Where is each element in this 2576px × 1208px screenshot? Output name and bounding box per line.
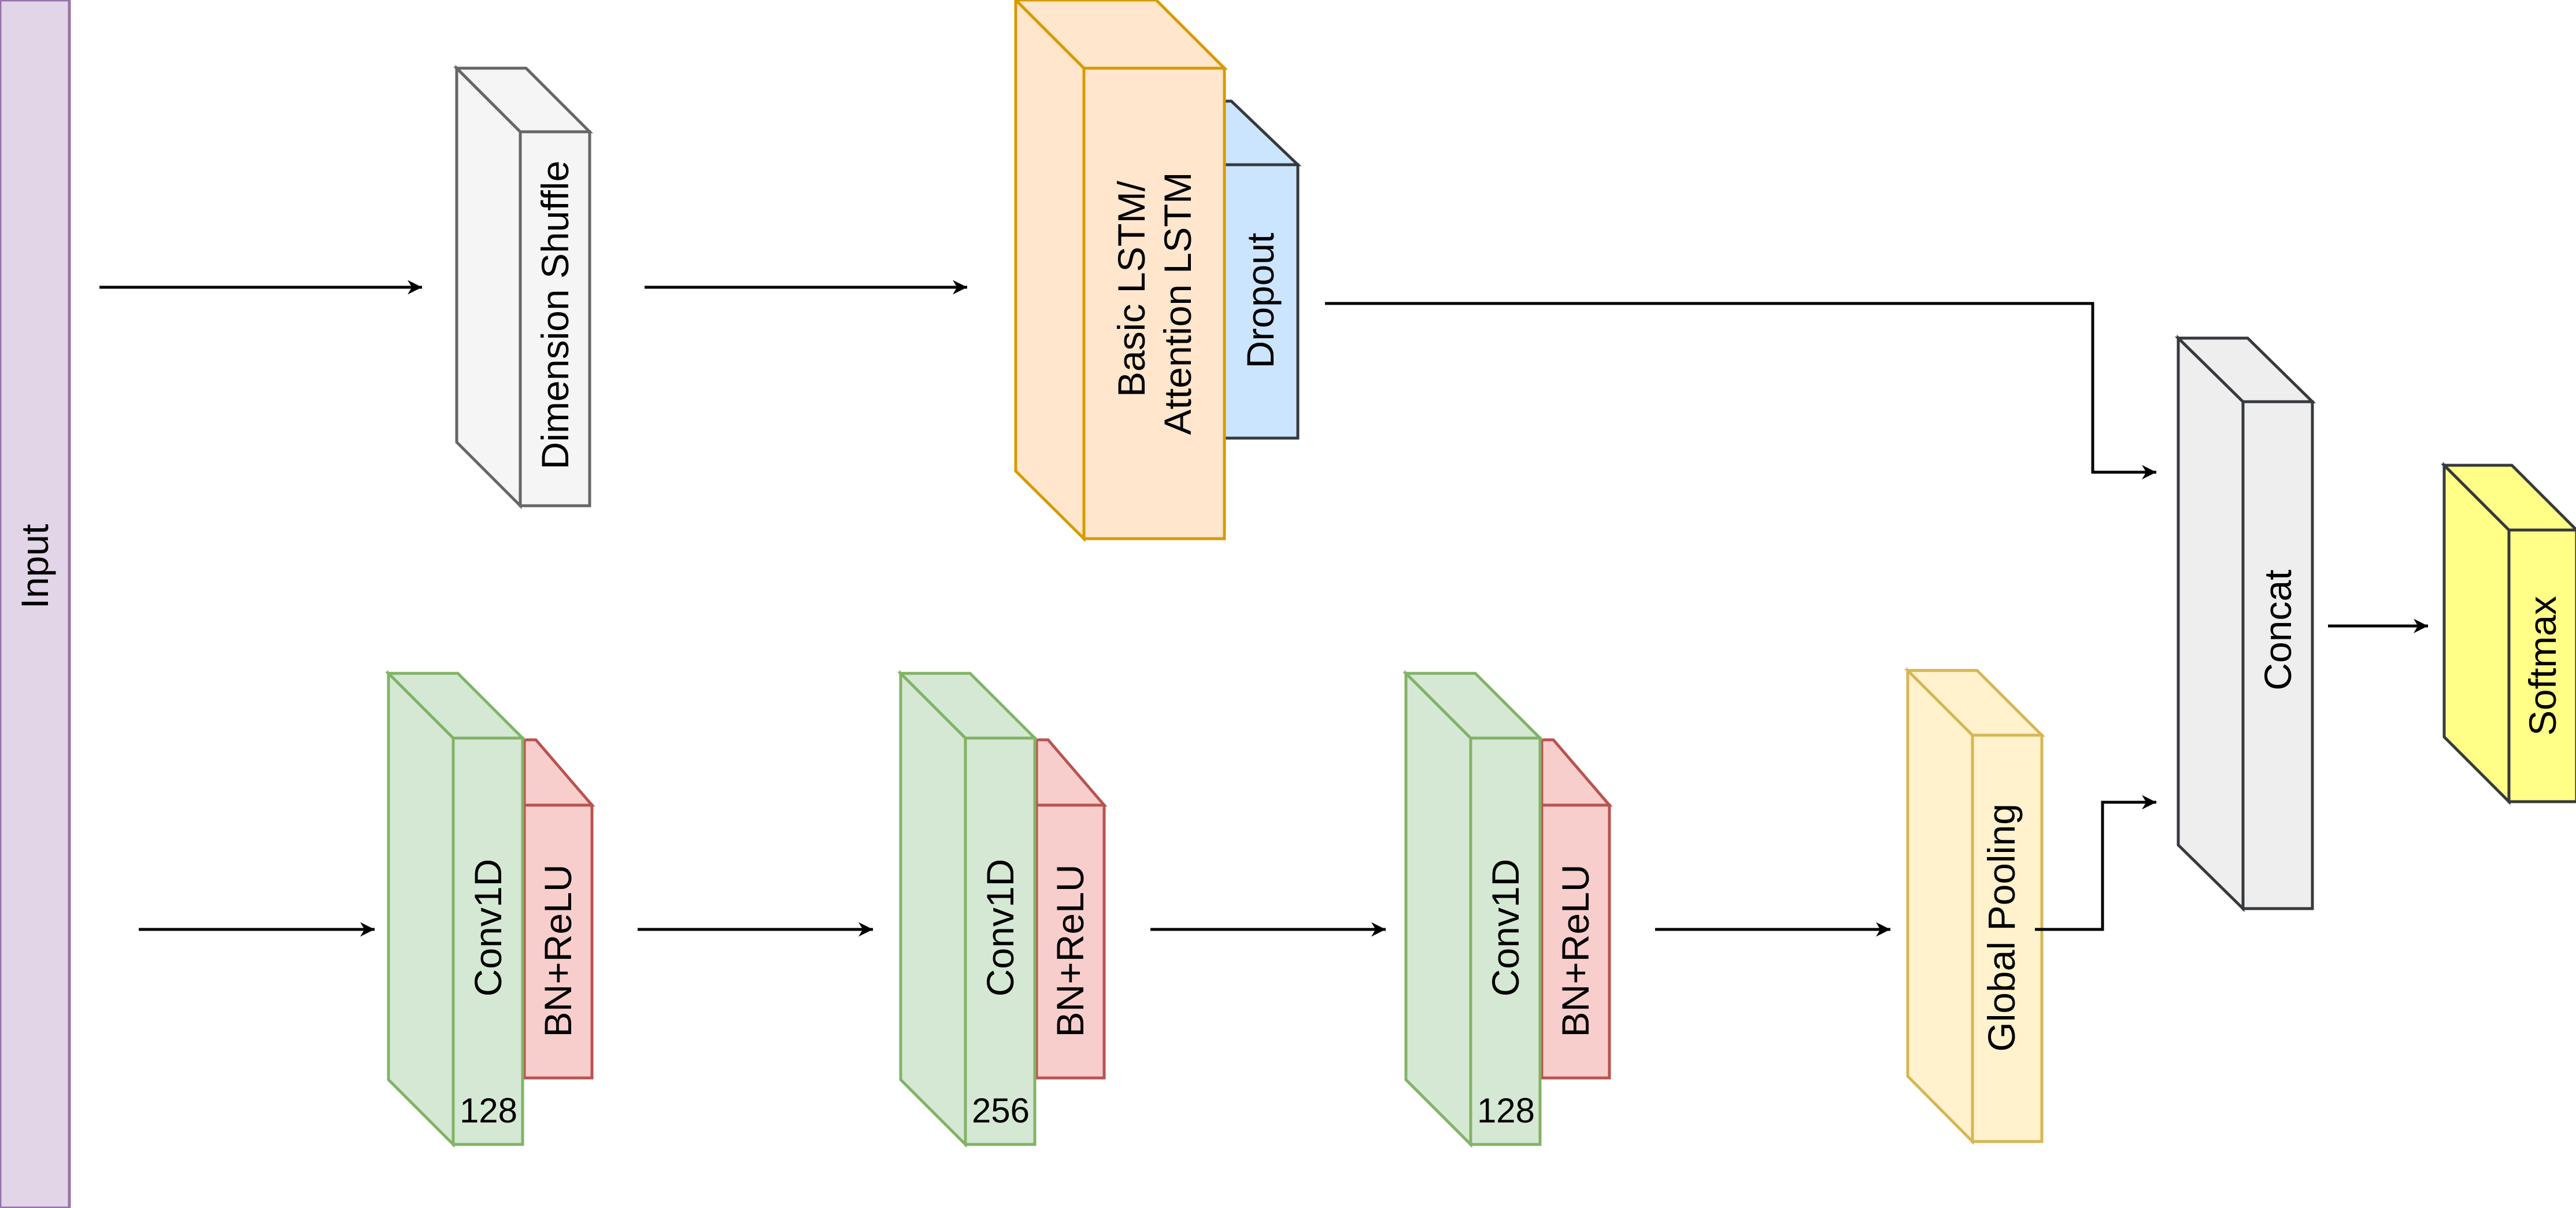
concat-front [2241,400,2314,910]
input-label: Input [13,524,56,609]
activation-front [1540,803,1611,1080]
dimension-shuffle-block: Dimension Shuffle [453,64,594,510]
activation-top [523,738,595,807]
softmax-label: Softmax [2521,596,2564,736]
conv-block-3: BN+ReLU Conv1D 128 [1402,669,1613,1148]
conv-block-2: BN+ReLU Conv1D 256 [897,669,1108,1148]
dimension-shuffle-front [519,130,591,507]
input-block: Input [0,0,71,1208]
conv-side [899,669,967,1148]
activation-front [523,803,594,1080]
softmax-front [2507,528,2576,803]
dropout-front [1221,163,1300,440]
conv-label: Conv1D [979,859,1021,996]
lstm-block: Basic LSTM/ Attention LSTM [1013,0,1228,542]
softmax-top [2440,464,2576,532]
activation-label: BN+ReLU [1049,865,1091,1037]
concat-label: Concat [2256,569,2299,690]
dimension-shuffle-label: Dimension Shuffle [534,161,576,469]
lstm-side [1014,0,1086,542]
concat-block: Concat [2174,335,2316,912]
dropout-block: Dropout [1212,99,1302,440]
dimension-shuffle-side [455,64,522,510]
dropout-top [1212,99,1302,166]
concat-side [2177,335,2245,912]
activation-label: BN+ReLU [1554,865,1597,1037]
softmax-block: Softmax [2440,461,2576,806]
activation-front [1035,803,1106,1080]
conv-filters: 128 [460,1091,517,1130]
conv-label: Conv1D [467,859,509,996]
global-pooling-label: Global Pooling [1980,803,2023,1051]
global-pooling-front [1971,733,2044,1143]
conv-filters: 128 [1477,1091,1535,1130]
conv-side [387,669,455,1148]
conv-block-1: BN+ReLU Conv1D 128 [384,669,595,1148]
arrow-lstm-to-concat [1325,302,2156,480]
global-pooling-block: Global Pooling [1904,666,2046,1146]
lstm-label-line2: Attention LSTM [1156,172,1199,435]
activation-top [1540,738,1613,807]
lstm-label-line1: Basic LSTM/ [1110,180,1153,397]
lstm-front [1082,66,1226,540]
conv-side [1404,669,1472,1148]
conv-filters: 256 [972,1091,1030,1130]
activation-top [1035,738,1108,807]
activation-label: BN+ReLU [536,865,579,1037]
conv-front [1469,736,1542,1146]
global-pooling-side [1906,666,1974,1146]
conv-front [964,736,1037,1146]
connectors [99,280,2428,937]
dropout-label: Dropout [1239,233,1282,369]
conv-blocks: BN+ReLU Conv1D 128 BN+ReLU Conv1D 256 BN+ReLU C… [384,669,1613,1148]
input-bar [0,0,71,1208]
conv-front [451,736,524,1146]
conv-label: Conv1D [1484,859,1527,996]
arrow-pooling-to-concat [2035,795,2156,931]
